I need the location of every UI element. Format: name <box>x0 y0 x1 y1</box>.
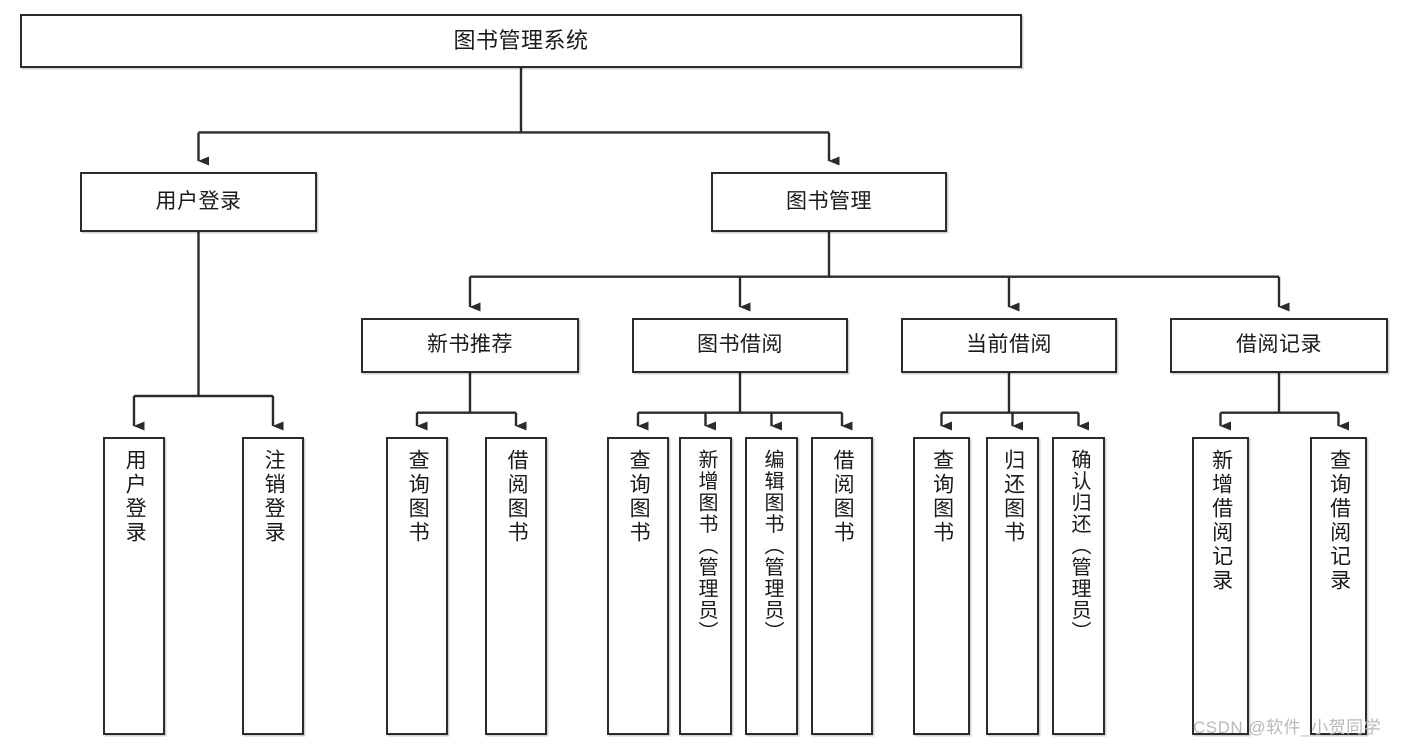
node-borrow-record[interactable]: 借阅记录 <box>1170 318 1388 373</box>
node-book-management[interactable]: 图书管理 <box>711 172 947 232</box>
node-label: 新增借阅记录 <box>1209 449 1233 593</box>
node-leaf-borrow-book-2[interactable]: 借阅图书 <box>811 437 873 735</box>
node-label: 用户登录 <box>123 449 147 545</box>
node-leaf-edit-book-admin[interactable]: 编辑图书（管理员） <box>745 437 798 735</box>
node-leaf-user-login[interactable]: 用户登录 <box>103 437 165 735</box>
node-label: 注销登录 <box>262 449 286 545</box>
node-label: 归还图书 <box>1001 449 1025 545</box>
node-leaf-query-book-3[interactable]: 查询图书 <box>913 437 970 735</box>
node-label: 图书借阅 <box>697 333 783 357</box>
node-label: 新增图书（管理员） <box>695 449 717 643</box>
node-label: 新书推荐 <box>427 333 513 357</box>
node-label: 查询借阅记录 <box>1327 449 1351 593</box>
node-leaf-query-book-2[interactable]: 查询图书 <box>607 437 669 735</box>
node-leaf-query-borrow-record[interactable]: 查询借阅记录 <box>1310 437 1367 735</box>
node-label: 确认归还（管理员） <box>1068 449 1090 643</box>
node-label: 借阅记录 <box>1236 333 1322 357</box>
node-root-system[interactable]: 图书管理系统 <box>20 14 1022 68</box>
node-book-borrow[interactable]: 图书借阅 <box>632 318 848 373</box>
node-current-borrow[interactable]: 当前借阅 <box>901 318 1117 373</box>
node-leaf-add-book-admin[interactable]: 新增图书（管理员） <box>679 437 732 735</box>
node-label: 当前借阅 <box>966 333 1052 357</box>
node-leaf-return-book[interactable]: 归还图书 <box>986 437 1039 735</box>
node-user-login[interactable]: 用户登录 <box>80 172 317 232</box>
node-label: 借阅图书 <box>831 449 855 545</box>
node-label: 用户登录 <box>155 189 242 213</box>
node-new-book-recommend[interactable]: 新书推荐 <box>361 318 579 373</box>
node-label: 查询图书 <box>627 449 651 545</box>
node-leaf-logout-login[interactable]: 注销登录 <box>242 437 304 735</box>
node-label: 编辑图书（管理员） <box>761 449 783 643</box>
node-leaf-add-borrow-record[interactable]: 新增借阅记录 <box>1192 437 1249 735</box>
node-leaf-confirm-return-admin[interactable]: 确认归还（管理员） <box>1052 437 1105 735</box>
node-label: 借阅图书 <box>505 449 529 545</box>
node-leaf-borrow-book-1[interactable]: 借阅图书 <box>485 437 547 735</box>
node-leaf-query-book-1[interactable]: 查询图书 <box>386 437 448 735</box>
node-label: 图书管理系统 <box>453 28 589 54</box>
node-label: 查询图书 <box>930 449 954 545</box>
node-label: 图书管理 <box>786 189 872 213</box>
node-label: 查询图书 <box>406 449 430 545</box>
